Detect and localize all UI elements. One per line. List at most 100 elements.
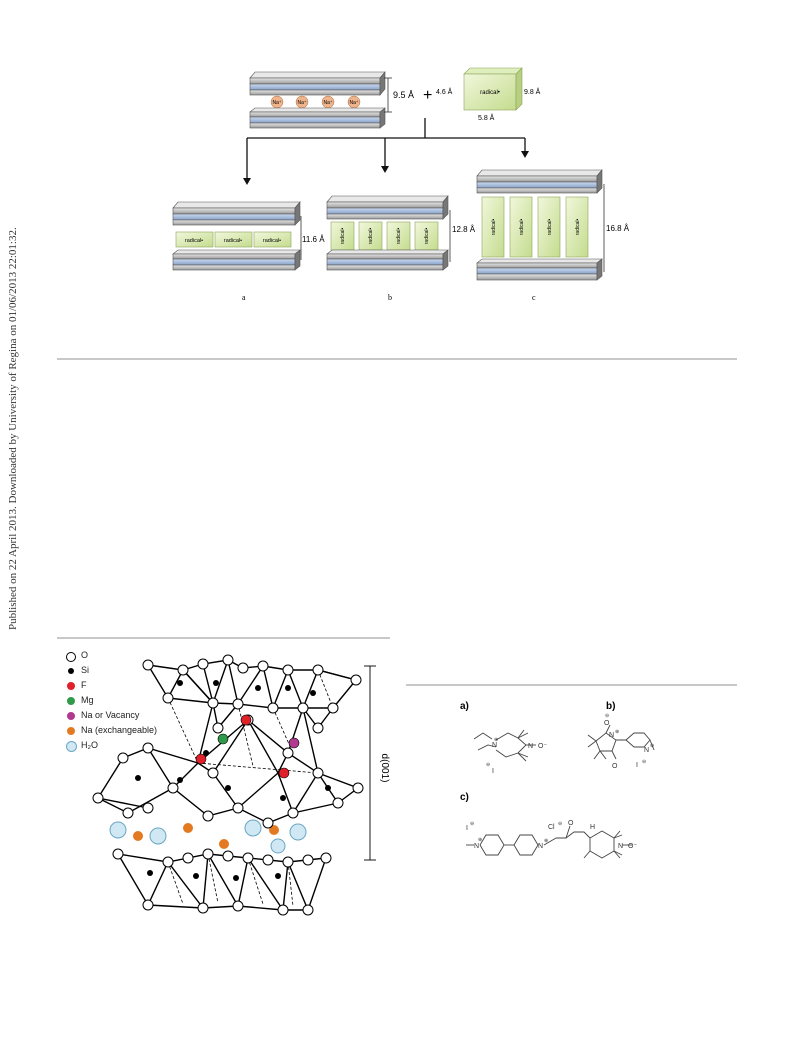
- svg-text:⊖: ⊖: [486, 762, 490, 768]
- silicon-atoms: [135, 680, 331, 881]
- legend-item-h2o: H₂O: [66, 740, 216, 755]
- svg-text:H: H: [590, 824, 595, 831]
- svg-text:N: N: [618, 843, 623, 850]
- svg-text:⊕: ⊕: [650, 743, 654, 749]
- svg-text:⊖: ⊖: [605, 713, 609, 719]
- svg-text:I: I: [492, 768, 494, 775]
- svg-text:⊕: ⊕: [544, 838, 548, 844]
- fluorine-atom: [240, 714, 252, 726]
- radical-width-label: 5.8 Å: [478, 113, 495, 122]
- legend-item-f: F: [66, 680, 216, 695]
- radical-block: radical• 4.6 Å 9.8 Å 5.8 Å: [436, 67, 541, 122]
- legend-item-mg: Mg: [66, 695, 216, 710]
- panel-a: radical• radical• radical• 11.6 Å a: [172, 201, 325, 302]
- legend-swatch-f: [67, 682, 75, 690]
- label-c: c): [460, 792, 469, 803]
- legend-item-o: O: [66, 650, 216, 665]
- molecule-structures: a) b) c) N ⊕ N O⁻ I ⊖ O ⊖ N ⊕ O N ⊕ I: [460, 701, 655, 859]
- molecule-b: [587, 724, 655, 760]
- svg-text:radical•: radical•: [480, 90, 500, 96]
- intercalation-figure: Na⁺ Na⁺ Na⁺ Na⁺ 9.5 Å + radical• 4.6 Å 9…: [172, 67, 630, 302]
- separator-left: [57, 637, 390, 639]
- svg-text:Na⁺: Na⁺: [323, 100, 332, 106]
- svg-text:11.6 Å: 11.6 Å: [302, 235, 325, 244]
- svg-text:radical•: radical•: [491, 219, 497, 236]
- svg-text:radical•: radical•: [424, 228, 430, 245]
- svg-text:16.8 Å: 16.8 Å: [606, 224, 630, 233]
- oxygen-atoms: [92, 654, 364, 916]
- svg-text:⊖: ⊖: [642, 759, 646, 765]
- legend-item-na-exchangeable: Na (exchangeable): [66, 725, 216, 740]
- svg-text:N: N: [474, 843, 479, 850]
- svg-text:radical•: radical•: [575, 219, 581, 236]
- legend-swatch-na-exchangeable: [67, 727, 75, 735]
- svg-text:radical•: radical•: [224, 238, 242, 244]
- d001-bracket: [364, 665, 376, 861]
- svg-text:I: I: [466, 825, 468, 832]
- svg-text:O: O: [612, 763, 618, 770]
- separator-right: [406, 684, 737, 686]
- svg-text:12.8 Å: 12.8 Å: [452, 225, 476, 234]
- svg-text:⊕: ⊕: [478, 837, 482, 843]
- label-a: a): [460, 701, 469, 712]
- legend-swatch-o: [66, 652, 76, 662]
- svg-text:radical•: radical•: [396, 228, 402, 245]
- panel-b: radical• radical• radical• radical• 12.8…: [326, 195, 476, 302]
- molecule-c: [466, 825, 632, 859]
- svg-text:O: O: [568, 820, 574, 827]
- svg-text:N: N: [492, 742, 497, 749]
- publication-note: Published on 22 April 2013. Downloaded b…: [1, 227, 25, 630]
- svg-text:⊖: ⊖: [470, 821, 474, 827]
- sodium-vacancy-atom: [288, 737, 300, 749]
- svg-text:radical•: radical•: [340, 228, 346, 245]
- svg-text:Na⁺: Na⁺: [297, 100, 306, 106]
- plus-sign: +: [423, 87, 432, 104]
- clay-structure-diagram: d(001): [92, 654, 390, 916]
- svg-text:b: b: [388, 293, 392, 302]
- radical-height-label: 4.6 Å: [436, 87, 453, 96]
- svg-text:Na⁺: Na⁺: [349, 100, 358, 106]
- panel-c: radical• radical• radical• radical• 16.8…: [476, 169, 630, 302]
- svg-text:N: N: [609, 732, 614, 739]
- svg-text:radical•: radical•: [519, 219, 525, 236]
- legend-swatch-mg: [67, 697, 75, 705]
- svg-text:radical•: radical•: [368, 228, 374, 245]
- svg-text:O⁻: O⁻: [538, 743, 547, 750]
- svg-text:I: I: [636, 762, 638, 769]
- svg-text:O⁻: O⁻: [628, 843, 637, 850]
- svg-text:radical•: radical•: [263, 238, 281, 244]
- svg-text:radical•: radical•: [547, 219, 553, 236]
- radical-length-label: 9.8 Å: [524, 87, 541, 96]
- svg-text:a: a: [242, 293, 246, 302]
- publication-note-text: Published on 22 April 2013. Downloaded b…: [7, 227, 19, 630]
- svg-text:N: N: [528, 743, 533, 750]
- sodium-ions: Na⁺ Na⁺ Na⁺ Na⁺: [270, 95, 361, 109]
- svg-text:⊕: ⊕: [494, 737, 498, 743]
- separator-top: [57, 358, 737, 360]
- label-b: b): [606, 701, 615, 712]
- legend-swatch-si: [68, 668, 74, 674]
- clay-stack-start: Na⁺ Na⁺ Na⁺ Na⁺ 9.5 Å: [249, 71, 414, 129]
- svg-text:c: c: [532, 293, 536, 302]
- svg-text:Na⁺: Na⁺: [272, 100, 281, 106]
- fluorine-atom: [195, 753, 207, 765]
- svg-text:⊖: ⊖: [558, 821, 562, 827]
- legend-swatch-h2o: [66, 741, 77, 752]
- clay-legend: O Si F Mg Na or Vacancy Na (exchangeable…: [66, 650, 216, 760]
- interlayer: [109, 819, 307, 854]
- magnesium-atom: [217, 733, 229, 745]
- svg-text:N: N: [538, 843, 543, 850]
- legend-item-si: Si: [66, 665, 216, 680]
- svg-text:⊕: ⊕: [615, 729, 619, 735]
- spacing-label-start: 9.5 Å: [393, 90, 414, 100]
- branch-arrows: [243, 118, 529, 185]
- d001-label: d(001): [379, 754, 390, 783]
- octahedral-sheet: [96, 702, 360, 824]
- fluorine-atom: [278, 767, 290, 779]
- svg-text:Cl: Cl: [548, 824, 555, 831]
- svg-text:O: O: [604, 720, 610, 727]
- svg-text:radical•: radical•: [185, 238, 203, 244]
- svg-text:N: N: [644, 747, 649, 754]
- legend-item-na-vacancy: Na or Vacancy: [66, 710, 216, 725]
- molecule-a: [473, 729, 536, 762]
